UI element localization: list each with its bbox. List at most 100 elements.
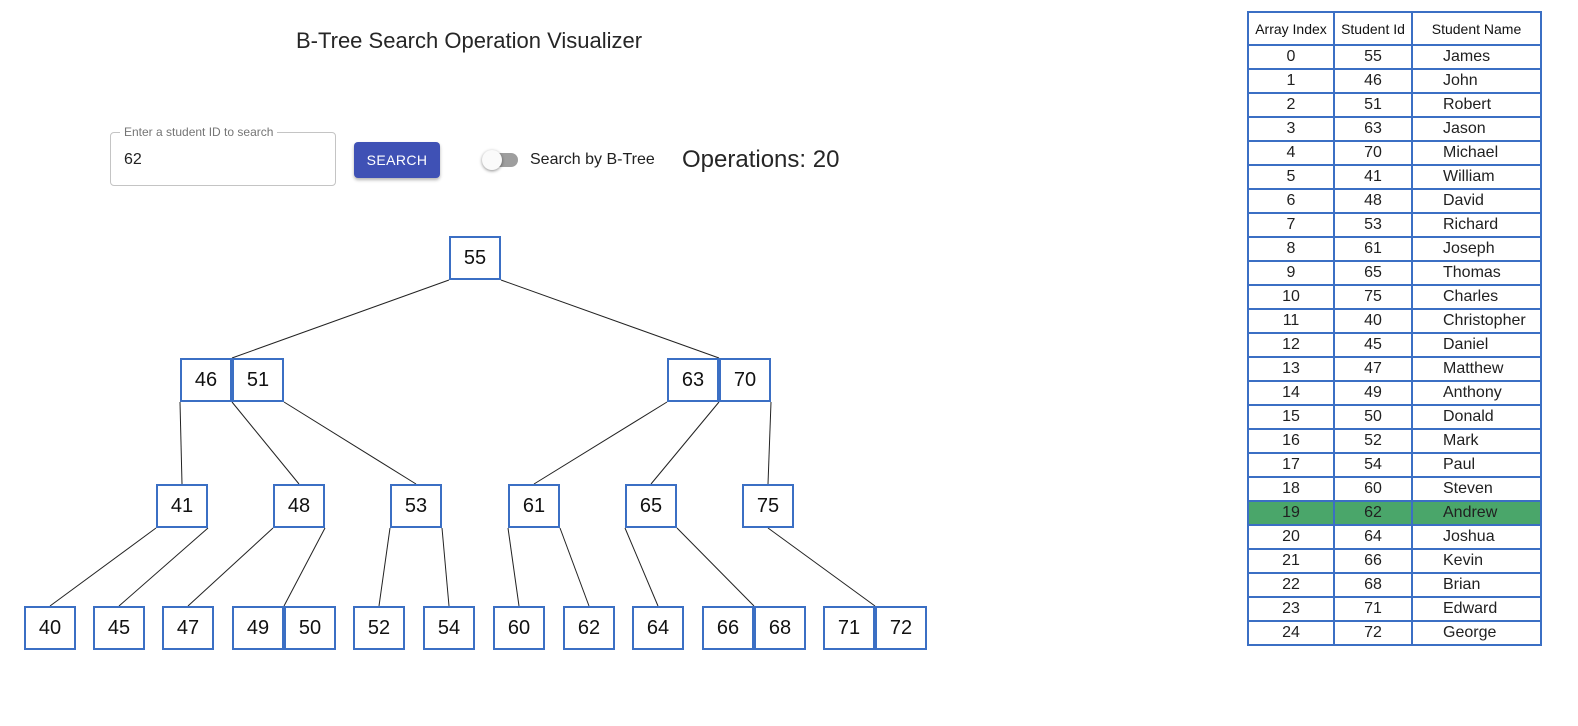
tree-node-key: 70 [719, 358, 771, 402]
tree-node-key: 55 [449, 236, 501, 280]
cell-student-id: 52 [1333, 428, 1413, 454]
cell-student-name: David [1411, 188, 1542, 214]
cell-student-id: 62 [1333, 500, 1413, 526]
cell-student-name: Jason [1411, 116, 1542, 142]
cell-student-name: Mark [1411, 428, 1542, 454]
header-student-id: Student Id [1333, 11, 1413, 46]
cell-student-id: 40 [1333, 308, 1413, 334]
cell-array-index: 9 [1247, 260, 1335, 286]
tree-node-key: 54 [423, 606, 475, 650]
cell-array-index: 20 [1247, 524, 1335, 550]
cell-student-name: Michael [1411, 140, 1542, 166]
tree-node-key: 72 [875, 606, 927, 650]
cell-student-id: 65 [1333, 260, 1413, 286]
tree-node-key: 46 [180, 358, 232, 402]
cell-array-index: 0 [1247, 44, 1335, 70]
tree-node-key: 71 [823, 606, 875, 650]
tree-edge [624, 527, 659, 607]
cell-student-id: 45 [1333, 332, 1413, 358]
cell-student-name: Joshua [1411, 524, 1542, 550]
btree-edges [49, 279, 876, 607]
cell-student-name: Richard [1411, 212, 1542, 238]
cell-student-id: 47 [1333, 356, 1413, 382]
tree-node-key: 52 [353, 606, 405, 650]
header-student-name: Student Name [1411, 11, 1542, 46]
cell-student-name: Andrew [1411, 500, 1542, 526]
tree-edge [118, 527, 209, 607]
cell-student-id: 55 [1333, 44, 1413, 70]
tree-edge [283, 401, 417, 485]
cell-student-id: 71 [1333, 596, 1413, 622]
cell-student-id: 41 [1333, 164, 1413, 190]
cell-array-index: 21 [1247, 548, 1335, 574]
cell-student-name: Paul [1411, 452, 1542, 478]
cell-array-index: 2 [1247, 92, 1335, 118]
cell-array-index: 3 [1247, 116, 1335, 142]
tree-node-key: 61 [508, 484, 560, 528]
tree-edge [179, 401, 183, 485]
tree-node-key: 53 [390, 484, 442, 528]
tree-node-key: 51 [232, 358, 284, 402]
cell-student-name: Steven [1411, 476, 1542, 502]
cell-student-id: 46 [1333, 68, 1413, 94]
search-by-btree-toggle[interactable] [482, 150, 518, 170]
cell-student-name: Robert [1411, 92, 1542, 118]
tree-edge [507, 527, 520, 607]
cell-student-name: Matthew [1411, 356, 1542, 382]
search-field[interactable]: Enter a student ID to search [110, 125, 336, 186]
operations-count: Operations: 20 [682, 146, 840, 173]
cell-student-id: 54 [1333, 452, 1413, 478]
tree-node-key: 66 [702, 606, 754, 650]
tree-node-key: 40 [24, 606, 76, 650]
tree-edge [441, 527, 450, 607]
cell-array-index: 11 [1247, 308, 1335, 334]
cell-student-id: 53 [1333, 212, 1413, 238]
cell-array-index: 13 [1247, 356, 1335, 382]
cell-student-id: 61 [1333, 236, 1413, 262]
tree-node-key: 48 [273, 484, 325, 528]
cell-student-name: Brian [1411, 572, 1542, 598]
cell-student-name: Christopher [1411, 308, 1542, 334]
cell-student-name: William [1411, 164, 1542, 190]
cell-student-name: Charles [1411, 284, 1542, 310]
cell-array-index: 6 [1247, 188, 1335, 214]
cell-array-index: 1 [1247, 68, 1335, 94]
cell-array-index: 16 [1247, 428, 1335, 454]
cell-array-index: 12 [1247, 332, 1335, 358]
cell-student-name: Kevin [1411, 548, 1542, 574]
tree-node-key: 45 [93, 606, 145, 650]
cell-array-index: 14 [1247, 380, 1335, 406]
tree-edge [283, 527, 326, 607]
tree-edge [231, 279, 450, 359]
cell-array-index: 17 [1247, 452, 1335, 478]
search-input[interactable] [111, 133, 335, 185]
tree-edge [49, 527, 157, 607]
toggle-thumb [482, 150, 502, 170]
cell-student-id: 68 [1333, 572, 1413, 598]
cell-student-id: 75 [1333, 284, 1413, 310]
tree-node-key: 47 [162, 606, 214, 650]
cell-student-id: 64 [1333, 524, 1413, 550]
cell-array-index: 4 [1247, 140, 1335, 166]
tree-node-key: 60 [493, 606, 545, 650]
cell-student-name: Thomas [1411, 260, 1542, 286]
tree-edge [231, 401, 300, 485]
search-button[interactable]: SEARCH [354, 142, 440, 178]
table-header-row: Array Index Student Id Student Name [1247, 11, 1542, 46]
